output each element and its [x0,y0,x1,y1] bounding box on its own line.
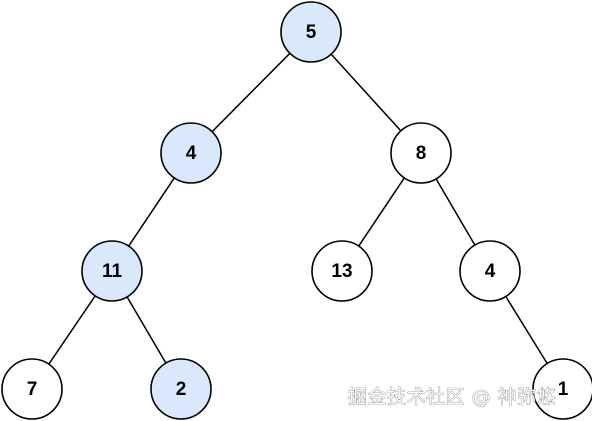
tree-node-r: 8 [390,122,452,184]
tree-edge-r-rl [358,177,405,247]
tree-node-rl: 13 [311,240,373,302]
tree-node-circle [390,122,452,184]
tree-node-circle [150,358,212,420]
tree-node-circle [81,240,143,302]
tree-node-circle [1,358,63,420]
tree-node-lll: 7 [1,358,63,420]
tree-edges [48,52,548,365]
tree-node-label: 13 [331,261,352,282]
tree-edge-ll-llr [126,296,167,364]
tree-node-rrr: 1 [532,358,592,420]
tree-node-l: 4 [160,122,222,184]
watermark-text: 掘金技术社区 @ 神弥悠 [348,386,556,408]
tree-node-label: 5 [306,22,317,43]
tree-node-label: 7 [27,379,38,400]
tree-node-label: 4 [485,261,496,282]
tree-node-label: 11 [102,261,123,282]
tree-edge-root-r [330,53,402,132]
tree-node-circle [532,358,592,420]
tree-edge-l-ll [128,177,175,247]
tree-node-label: 8 [416,143,427,164]
tree-node-label: 2 [176,379,187,400]
tree-edge-rr-rrr [505,296,548,364]
tree-node-circle [311,240,373,302]
tree-node-root: 5 [280,1,342,63]
tree-node-circle [280,1,342,63]
tree-edge-ll-lll [48,295,96,365]
tree-node-label: 4 [186,143,197,164]
tree-node-rr: 4 [459,240,521,302]
tree-edge-root-l [211,52,291,133]
tree-edge-r-rr [435,178,476,246]
tree-node-circle [160,122,222,184]
tree-node-ll: 11 [81,240,143,302]
tree-node-circle [459,240,521,302]
tree-node-label: 1 [558,379,569,400]
tree-node-llr: 2 [150,358,212,420]
